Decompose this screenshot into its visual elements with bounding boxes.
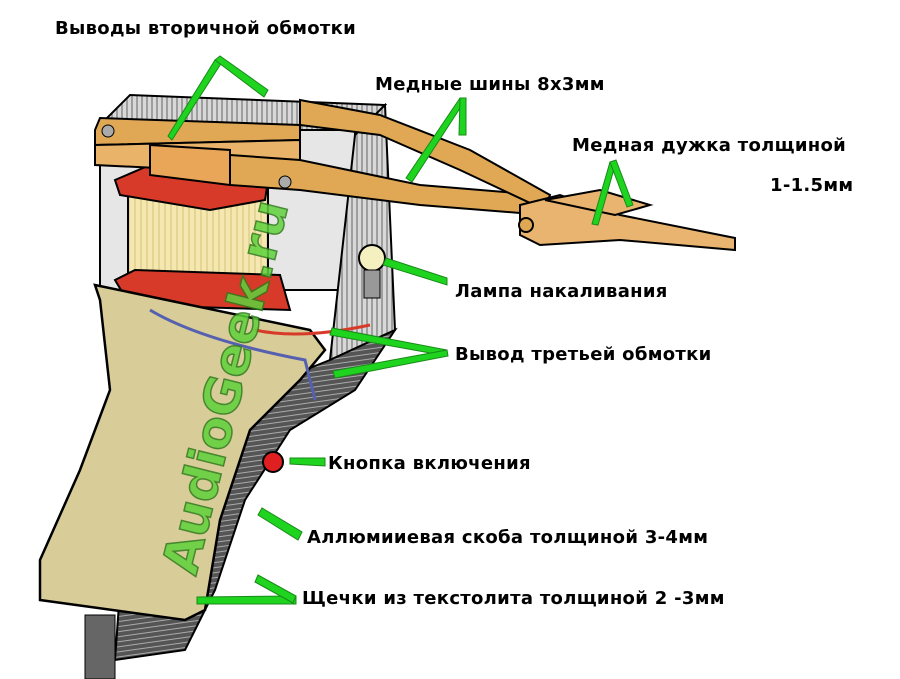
label-lamp: Лампа накаливания (455, 281, 668, 302)
label-copper-bars: Медные шины 8х3мм (375, 74, 605, 95)
label-cheeks: Щечки из текстолита толщиной 2 -3мм (302, 588, 725, 609)
arrow (214, 55, 269, 98)
arrow (289, 457, 326, 467)
arrow (254, 574, 297, 604)
arrow (257, 507, 303, 541)
copper-bars (94, 98, 736, 252)
incandescent-lamp (358, 244, 386, 299)
label-power-button: Кнопка включения (328, 453, 531, 474)
handle (38, 283, 398, 679)
label-copper-tip-thickness: 1-1.5мм (770, 175, 854, 196)
arrow (609, 159, 634, 208)
arrow (196, 595, 297, 605)
arrow (332, 349, 449, 379)
pointer-arrows (167, 55, 634, 605)
label-secondary-leads: Выводы вторичной обмотки (55, 18, 357, 39)
label-third-winding: Вывод третьей обмотки (455, 344, 712, 365)
label-copper-tip: Медная дужка толщиной (572, 135, 847, 156)
arrow (382, 257, 448, 286)
arrow (458, 97, 467, 136)
label-aluminum-bracket: Аллюмииевая скоба толщиной 3-4мм (307, 527, 709, 548)
